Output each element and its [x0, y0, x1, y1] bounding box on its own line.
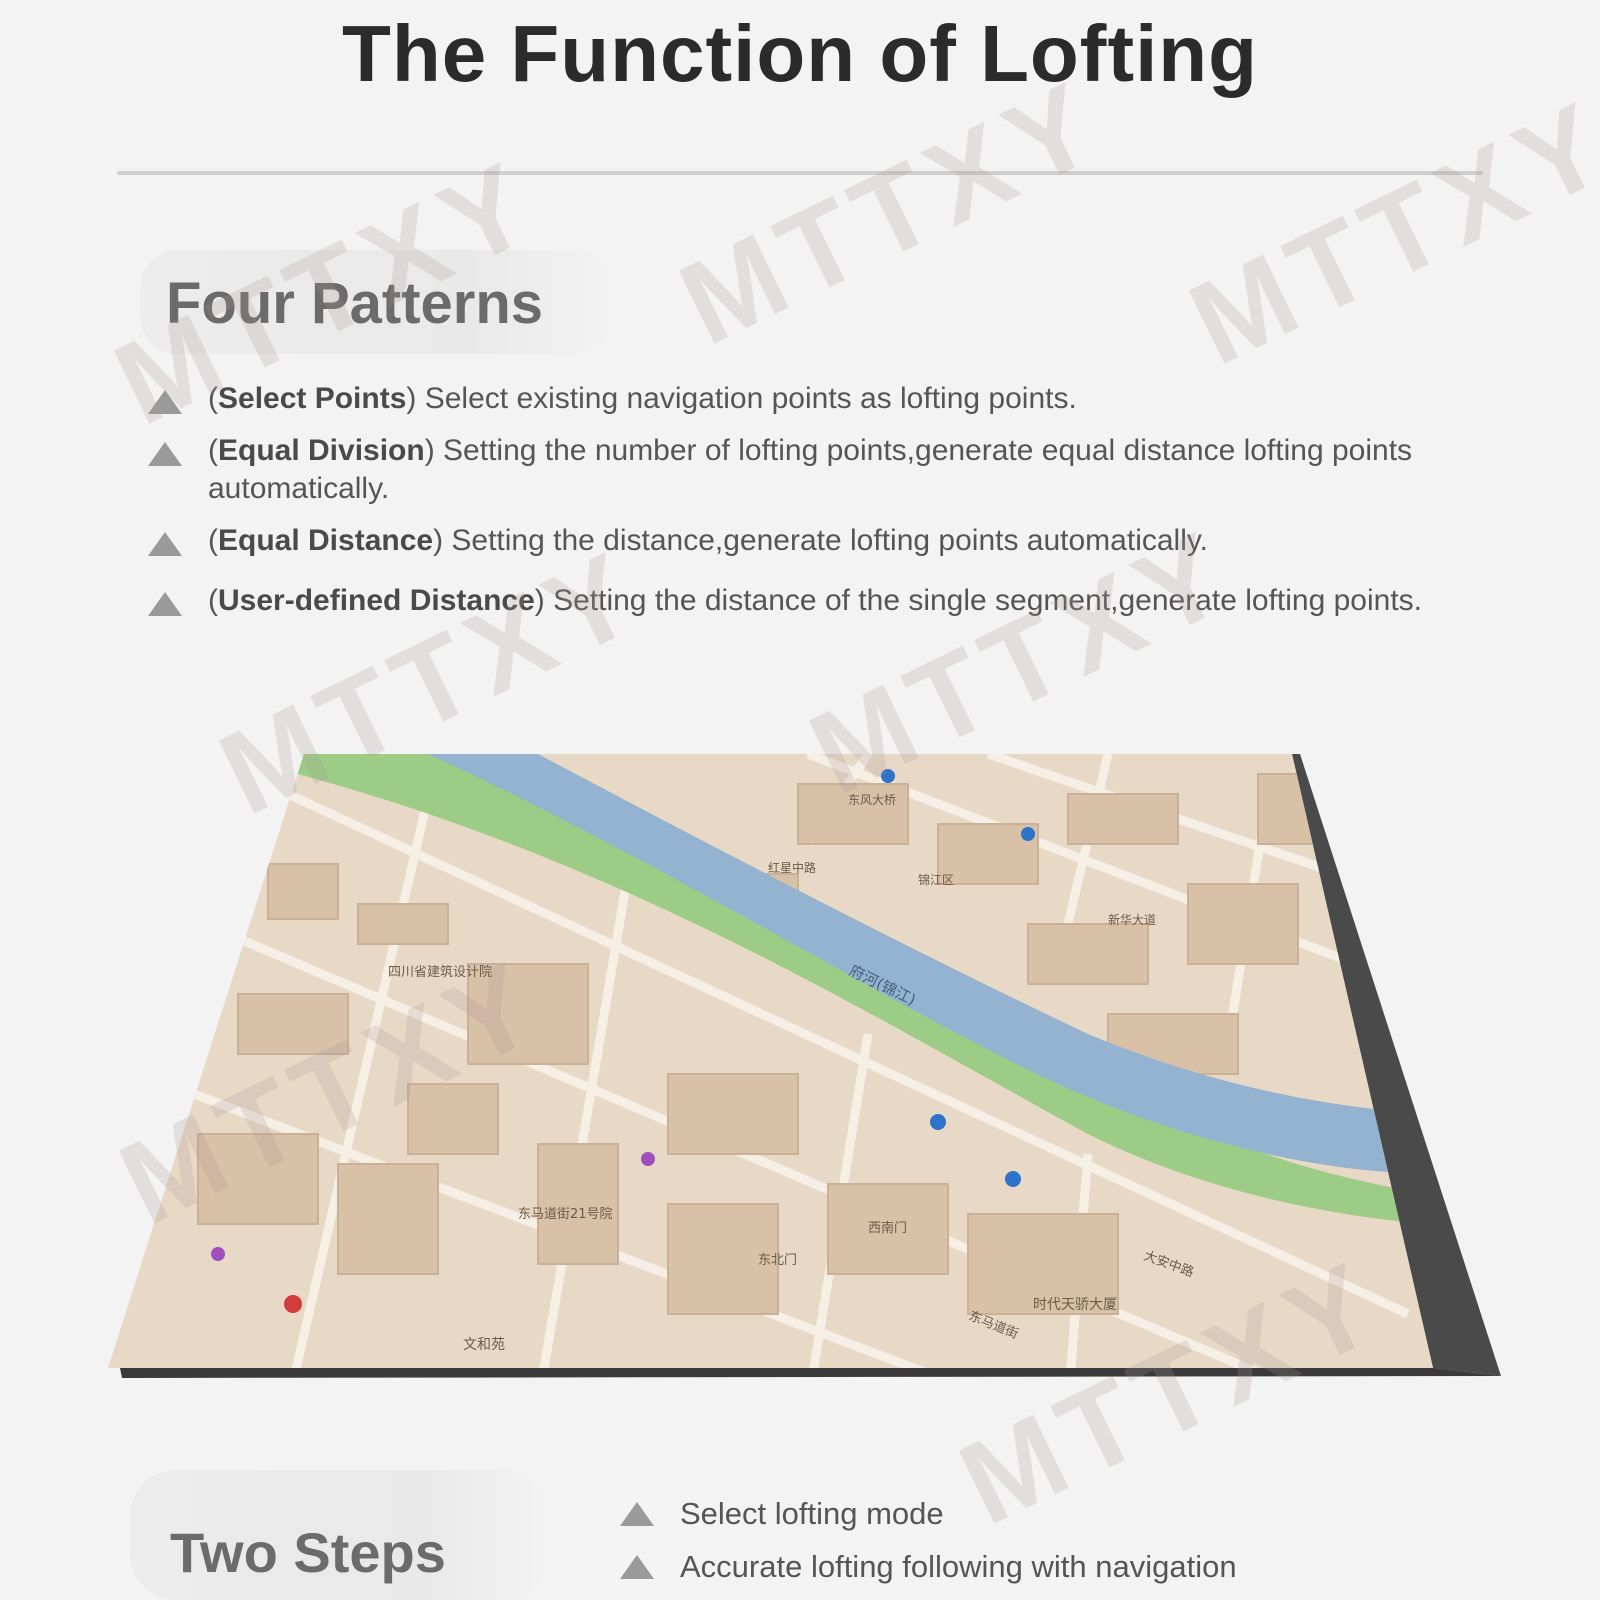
title-divider	[117, 171, 1483, 175]
pattern-description: Setting the number of lofting points,gen…	[208, 434, 1413, 505]
map-shadow-bottom	[120, 1368, 1501, 1378]
map-poi-icons	[211, 769, 1035, 1313]
map-label: 时代天骄大厦	[1033, 1297, 1117, 1313]
step-item: Accurate lofting following with navigati…	[620, 1547, 1237, 1587]
two-steps-heading: Two Steps	[170, 1521, 446, 1584]
map-shadow-right	[1292, 754, 1501, 1376]
pattern-item-equal-distance: (Equal Distance) Setting the distance,ge…	[148, 522, 1488, 560]
two-steps-list: Select lofting mode Accurate lofting fol…	[620, 1494, 1237, 1600]
pattern-description: Setting the distance,generate lofting po…	[451, 524, 1208, 557]
page-title: The Function of Lofting	[341, 9, 1259, 98]
step-item: Select lofting mode	[620, 1494, 1237, 1534]
map-label: 锦江区	[918, 873, 954, 887]
triangle-bullet-icon	[620, 1555, 654, 1579]
pattern-name: User-defined Distance	[218, 584, 535, 617]
map-label: 东马道街21号院	[518, 1207, 613, 1222]
step-text: Accurate lofting following with navigati…	[680, 1549, 1237, 1584]
map-label: 东北门	[758, 1253, 797, 1268]
map-label: 新华大道	[1108, 912, 1156, 927]
four-patterns-heading-background	[140, 250, 615, 354]
map-illustration: 府河(锦江) 四川省建筑设计院 东马道街21号院 西南门 东北门 文和苑 时代天…	[108, 754, 1501, 1378]
map-label: 东风大桥	[848, 793, 896, 807]
triangle-bullet-icon	[148, 532, 182, 556]
triangle-bullet-icon	[620, 1502, 654, 1526]
pattern-item-equal-division: (Equal Division) Setting the number of l…	[148, 432, 1488, 508]
pattern-name: Equal Distance	[218, 524, 434, 557]
four-patterns-list: (Select Points) Select existing navigati…	[148, 380, 1488, 620]
watermark: MTTXY	[660, 54, 1124, 371]
map-label: 西南门	[868, 1220, 907, 1236]
four-patterns-heading: Four Patterns	[166, 271, 544, 336]
triangle-bullet-icon	[148, 442, 182, 466]
perspective-map: 府河(锦江) 四川省建筑设计院 东马道街21号院 西南门 东北门 文和苑 时代天…	[108, 754, 1543, 1404]
triangle-bullet-icon	[148, 390, 182, 414]
watermark: MTTXY	[1170, 74, 1600, 391]
map-label: 四川省建筑设计院	[388, 964, 492, 980]
step-text: Select lofting mode	[680, 1496, 944, 1531]
pattern-description: Setting the distance of the single segme…	[553, 584, 1422, 617]
pattern-name: Select Points	[218, 382, 407, 415]
two-steps-heading-background	[130, 1470, 550, 1600]
pattern-item-select-points: (Select Points) Select existing navigati…	[148, 380, 1488, 418]
triangle-bullet-icon	[148, 592, 182, 616]
map-label: 文和苑	[463, 1337, 505, 1353]
pattern-item-user-defined-distance: (User-defined Distance) Setting the dist…	[148, 582, 1488, 620]
map-river	[428, 754, 1433, 1174]
map-label: 红星中路	[768, 860, 816, 875]
pattern-name: Equal Division	[218, 434, 425, 467]
pattern-description: Select existing navigation points as lof…	[424, 382, 1077, 415]
